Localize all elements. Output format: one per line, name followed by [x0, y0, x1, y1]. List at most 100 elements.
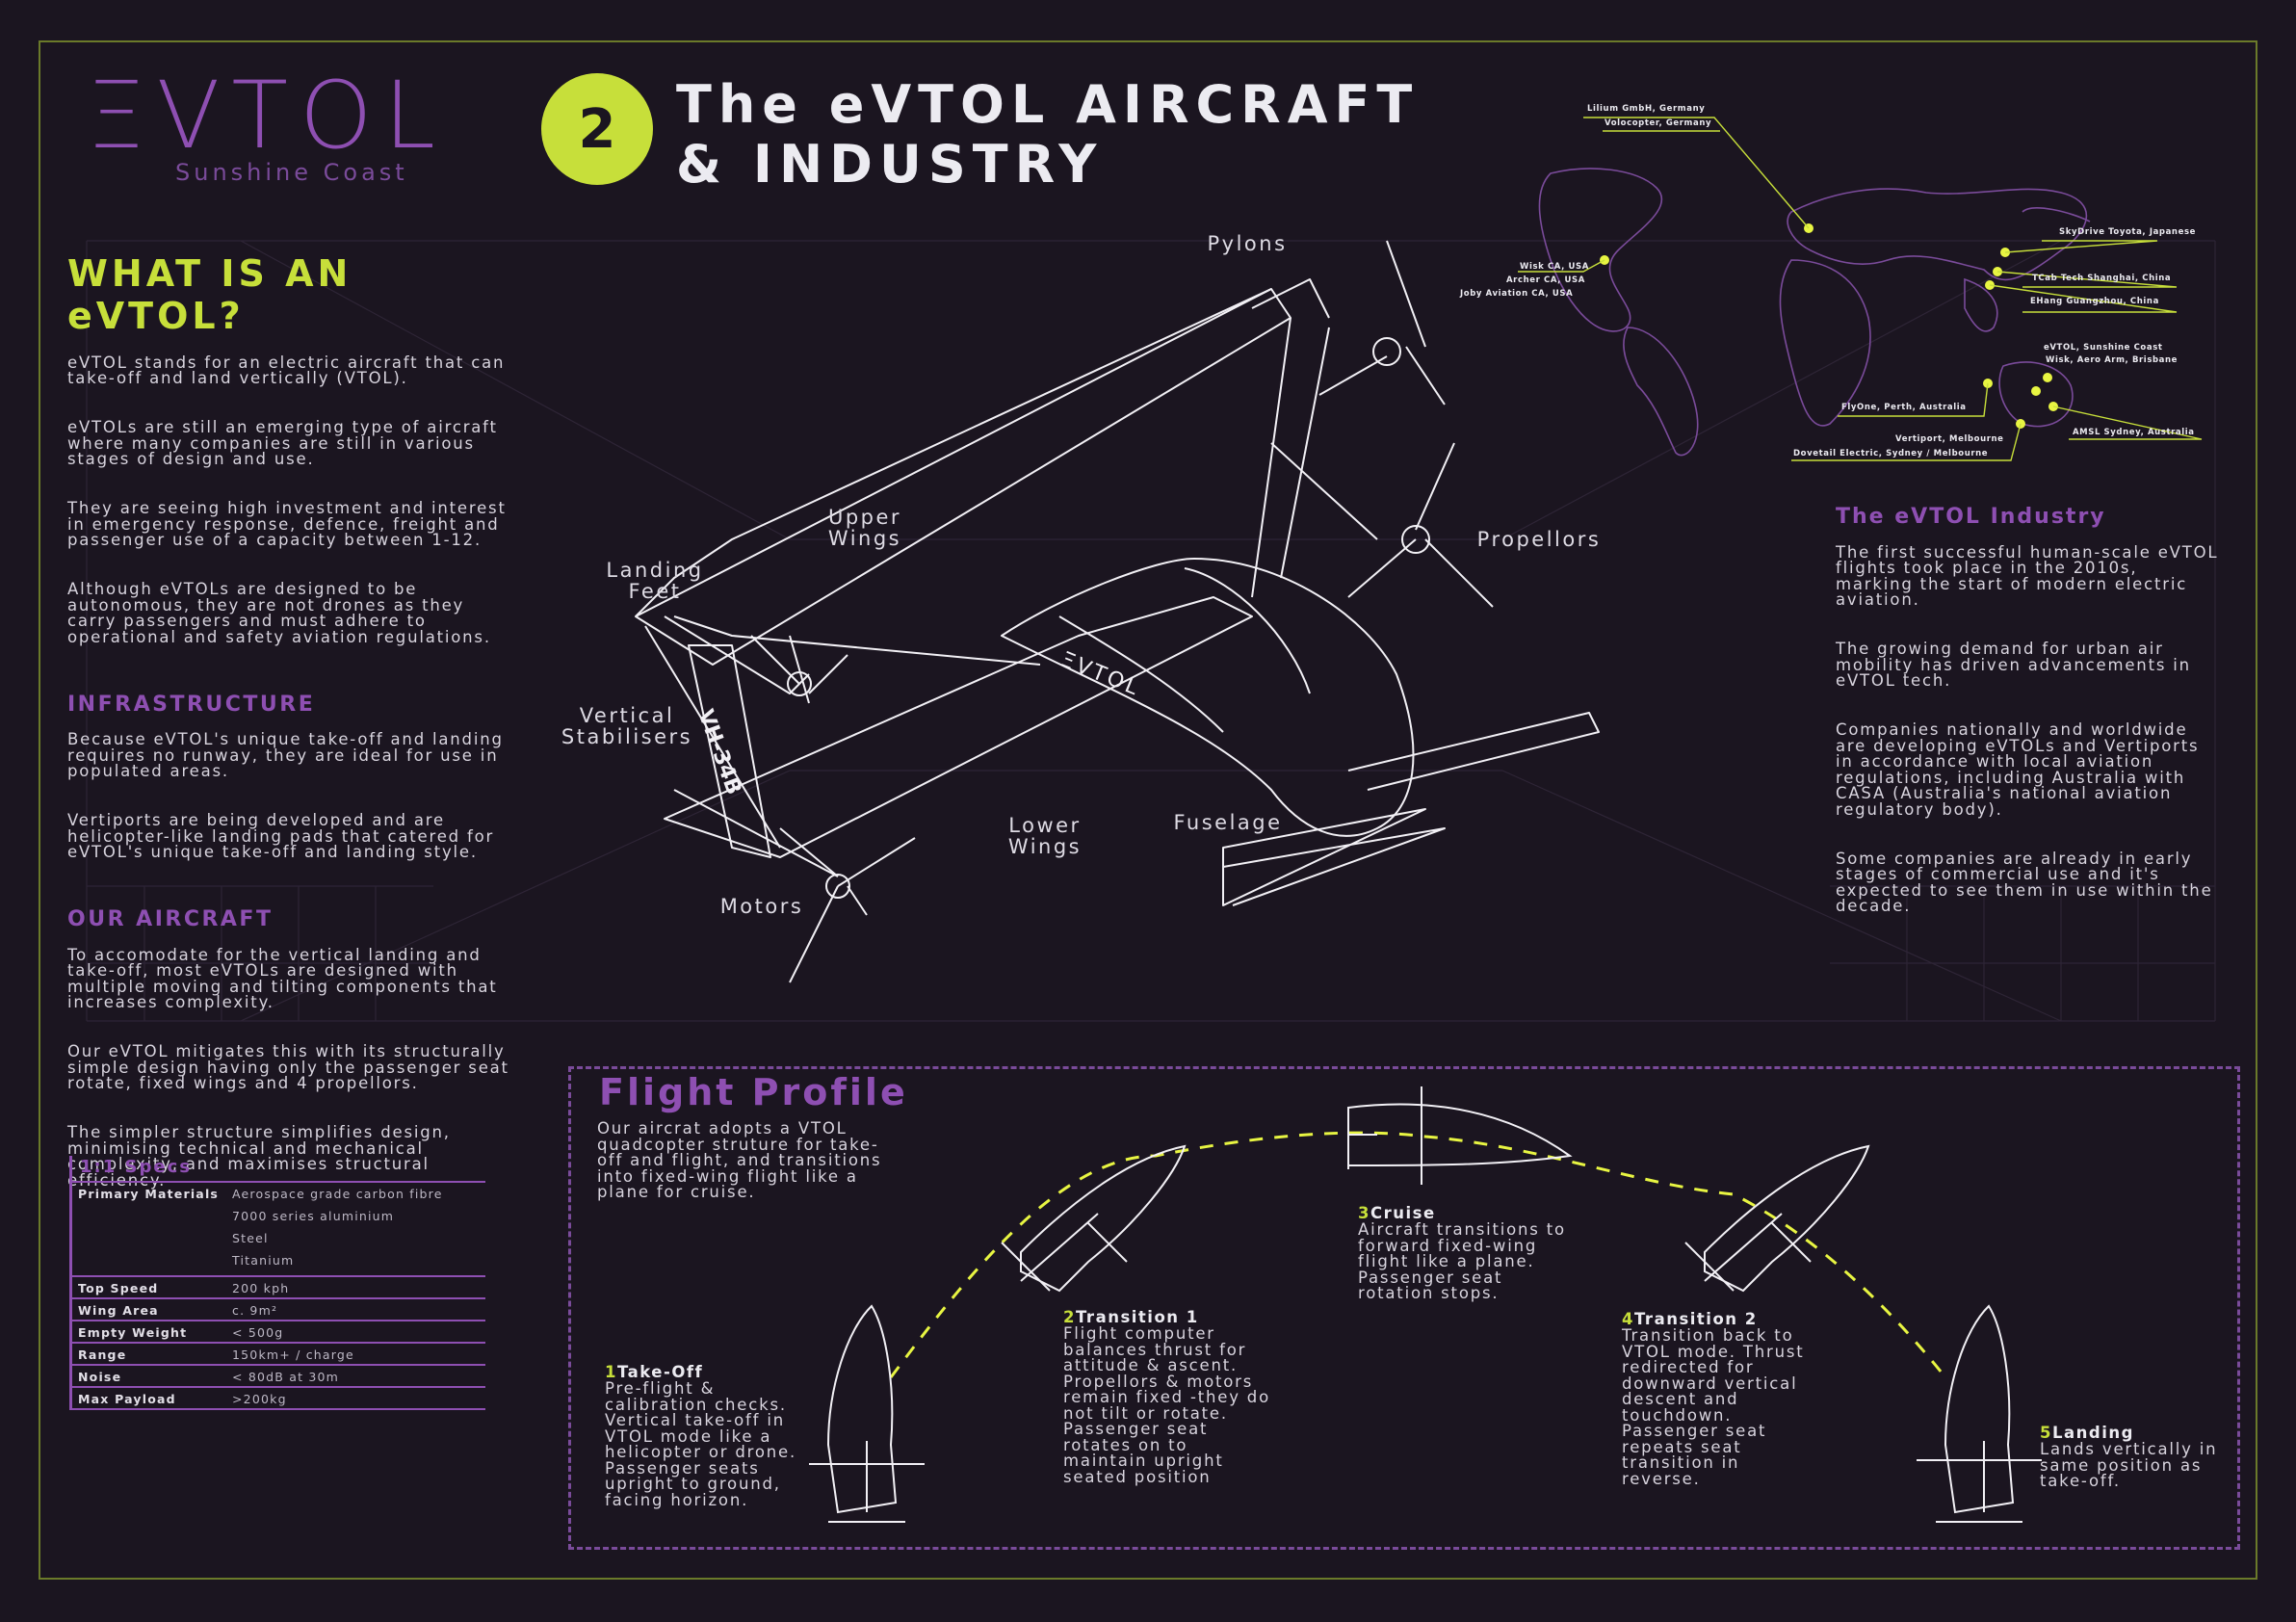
label-fuselage: Fuselage: [1173, 811, 1283, 834]
stage-transition-1: 2Transition 1 Flight computer balances t…: [1063, 1308, 1275, 1485]
label-propellors: Propellors: [1476, 528, 1602, 551]
stage-title: Landing: [2051, 1424, 2134, 1442]
page-title: The eVTOL AIRCRAFT & INDUSTRY: [676, 75, 1419, 195]
paragraph: To accomodate for the vertical landing a…: [67, 945, 498, 1011]
title-line-1: The eVTOL AIRCRAFT: [676, 74, 1420, 135]
label-pylons: Pylons: [1207, 232, 1288, 255]
our-aircraft-text: To accomodate for the vertical landing a…: [67, 931, 520, 1222]
left-column: WHAT IS AN eVTOL? eVTOL stands for an el…: [67, 252, 520, 1222]
specs-title: 1:1 Specs: [69, 1156, 485, 1183]
map-label: Vertiport, Melbourne: [1895, 434, 2004, 444]
stage-number: 5: [2040, 1424, 2052, 1442]
map-label: EHang Guangzhou, China: [2030, 297, 2159, 306]
paragraph: They are seeing high investment and inte…: [67, 499, 507, 549]
map-label: Dovetail Electric, Sydney / Melbourne: [1793, 449, 1989, 458]
specs-table: 1:1 Specs Primary Materials Aerospace gr…: [69, 1156, 485, 1410]
stage-title: Take-Off: [616, 1363, 704, 1381]
stage-text: Lands vertically in same position as tak…: [2040, 1440, 2218, 1490]
paragraph: Because eVTOL's unique take-off and land…: [67, 730, 504, 780]
map-label: eVTOL, Sunshine Coast: [2044, 343, 2163, 353]
spec-value-line: Steel: [232, 1231, 269, 1245]
spec-row: Primary Materials Aerospace grade carbon…: [69, 1183, 485, 1277]
infrastructure-text: Because eVTOL's unique take-off and land…: [67, 717, 520, 895]
label-landing-feet: Landing Feet: [606, 559, 704, 603]
evtol-logo: ΞVTOL: [87, 62, 448, 170]
label-lower-wings: Lower Wings: [1007, 814, 1083, 858]
section-number-badge: 2: [541, 73, 653, 185]
spec-key: Empty Weight: [69, 1321, 232, 1342]
stage-text: Flight computer balances thrust for atti…: [1063, 1324, 1270, 1486]
stage-landing: 5Landing Lands vertically in same positi…: [2040, 1424, 2229, 1490]
map-label: Lilium GmbH, Germany: [1587, 104, 1706, 114]
spec-value-line: Aerospace grade carbon fibre: [232, 1187, 443, 1201]
stage-number: 3: [1358, 1204, 1370, 1222]
spec-value: < 80dB at 30m: [232, 1370, 340, 1384]
infrastructure-heading: INFRASTRUCTURE: [67, 692, 316, 717]
stage-title: Transition 2: [1633, 1310, 1758, 1328]
our-aircraft-heading: OUR AIRCRAFT: [67, 907, 274, 931]
map-label: Archer CA, USA: [1506, 275, 1585, 285]
stage-text: Aircraft transitions to forward fixed-wi…: [1358, 1220, 1566, 1302]
flight-profile-box: [568, 1066, 2240, 1550]
paragraph: Vertiports are being developed and are h…: [67, 811, 495, 861]
spec-key: Primary Materials: [69, 1183, 232, 1275]
spec-value: 200 kph: [232, 1281, 290, 1295]
label-motors: Motors: [719, 895, 804, 918]
label-upper-wings: Upper Wings: [827, 506, 902, 550]
stage-text: Pre-flight & calibration checks. Vertica…: [605, 1379, 797, 1509]
stage-title: Transition 1: [1075, 1308, 1199, 1326]
flight-profile-title: Flight Profile: [599, 1071, 908, 1113]
spec-value: < 500g: [232, 1325, 284, 1340]
spec-value: c. 9m²: [232, 1303, 278, 1318]
paragraph: The growing demand for urban air mobilit…: [1836, 640, 2191, 690]
spec-key: Range: [69, 1344, 232, 1364]
industry-text: The first successful human-scale eVTOL f…: [1836, 529, 2221, 948]
spec-value: Aerospace grade carbon fibre 7000 series…: [232, 1183, 485, 1275]
stage-number: 2: [1063, 1308, 1076, 1326]
map-label: AMSL Sydney, Australia: [2073, 428, 2195, 437]
paragraph: Companies nationally and worldwide are d…: [1836, 720, 2200, 819]
stage-take-off: 1Take-Off Pre-flight & calibration check…: [605, 1363, 807, 1508]
stage-transition-2: 4Transition 2 Transition back to VTOL mo…: [1622, 1310, 1824, 1487]
paragraph: Although eVTOLs are designed to be auton…: [67, 580, 491, 646]
stage-title: Cruise: [1370, 1204, 1436, 1222]
map-label: SkyDrive Toyota, Japanese: [2059, 227, 2196, 237]
poster-frame: [39, 40, 2257, 1580]
spec-key: Noise: [69, 1366, 232, 1386]
spec-row: Max Payload>200kg: [69, 1388, 485, 1410]
spec-row: Empty Weight< 500g: [69, 1321, 485, 1344]
map-label: Wisk CA, USA: [1520, 262, 1589, 272]
what-is-heading: WHAT IS AN eVTOL?: [67, 252, 352, 337]
spec-value: >200kg: [232, 1392, 287, 1406]
map-label: FlyOne, Perth, Australia: [1841, 403, 1967, 412]
title-line-2: & INDUSTRY: [676, 134, 1104, 195]
paragraph: eVTOL stands for an electric aircraft th…: [67, 353, 506, 387]
spec-row: Noise< 80dB at 30m: [69, 1366, 485, 1388]
paragraph: The simpler structure simplifies design,…: [67, 1123, 451, 1190]
spec-key: Top Speed: [69, 1277, 232, 1297]
paragraph: Our eVTOL mitigates this with its struct…: [67, 1042, 509, 1092]
label-vertical-stabilisers: Vertical Stabilisers: [561, 704, 693, 748]
paragraph: eVTOLs are still an emerging type of air…: [67, 418, 498, 468]
paragraph: Some companies are already in early stag…: [1836, 849, 2213, 915]
spec-key: Max Payload: [69, 1388, 232, 1408]
spec-key: Wing Area: [69, 1299, 232, 1320]
map-label: Volocopter, Germany: [1605, 118, 1712, 128]
what-is-text: eVTOL stands for an electric aircraft th…: [67, 339, 520, 679]
spec-value-line: 7000 series aluminium: [232, 1209, 395, 1223]
map-label: Joby Aviation CA, USA: [1460, 289, 1574, 299]
map-label: TCab Tech Shanghai, China: [2032, 274, 2172, 283]
map-label: Wisk, Aero Arm, Brisbane: [2046, 355, 2179, 365]
stage-number: 4: [1622, 1310, 1634, 1328]
spec-value-line: Titanium: [232, 1253, 295, 1268]
paragraph: The first successful human-scale eVTOL f…: [1836, 542, 2219, 609]
stage-number: 1: [605, 1363, 617, 1381]
stage-cruise: 3Cruise Aircraft transitions to forward …: [1358, 1204, 1578, 1302]
flight-profile-intro: Our aircrat adopts a VTOL quadcopter str…: [597, 1119, 882, 1201]
